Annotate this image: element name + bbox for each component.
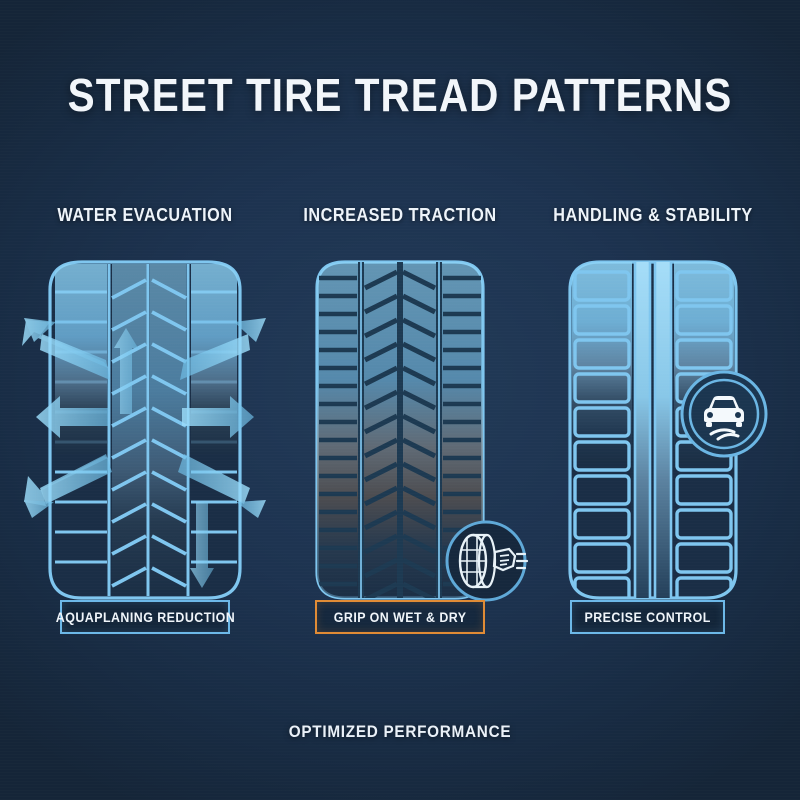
water-flow-arrows bbox=[22, 318, 266, 588]
column-water-evacuation: WATER EVACUATION bbox=[20, 205, 270, 615]
tire-illustration-handling-stability bbox=[528, 250, 778, 615]
tire-illustration-water-evacuation bbox=[20, 250, 270, 615]
column-handling-stability: HANDLING & STABILITY bbox=[528, 205, 778, 615]
tire-illustration-increased-traction bbox=[275, 250, 529, 615]
column-increased-traction: INCREASED TRACTION bbox=[275, 205, 529, 615]
badge-aquaplaning-reduction[interactable]: AQUAPLANING REDUCTION bbox=[55, 600, 234, 634]
badge-label: PRECISE CONTROL bbox=[584, 609, 711, 625]
page-title: STREET TIRE TREAD PATTERNS bbox=[67, 69, 733, 121]
badge-grip-on-wet-and-dry[interactable]: GRIP ON WET & DRY bbox=[315, 600, 485, 634]
badge-precise-control[interactable]: PRECISE CONTROL bbox=[570, 600, 725, 634]
badge-label: AQUAPLANING REDUCTION bbox=[55, 609, 235, 625]
badge-label: GRIP ON WET & DRY bbox=[333, 609, 467, 625]
column-heading: INCREASED TRACTION bbox=[303, 205, 497, 225]
car-skid-icon bbox=[678, 368, 770, 460]
tire-grip-icon bbox=[443, 518, 529, 604]
badge-row: AQUAPLANING REDUCTION GRIP ON WET & DRY … bbox=[0, 600, 800, 644]
footer-text: OPTIMIZED PERFORMANCE bbox=[288, 722, 512, 741]
column-heading: WATER EVACUATION bbox=[57, 205, 233, 225]
column-heading: HANDLING & STABILITY bbox=[553, 205, 753, 225]
